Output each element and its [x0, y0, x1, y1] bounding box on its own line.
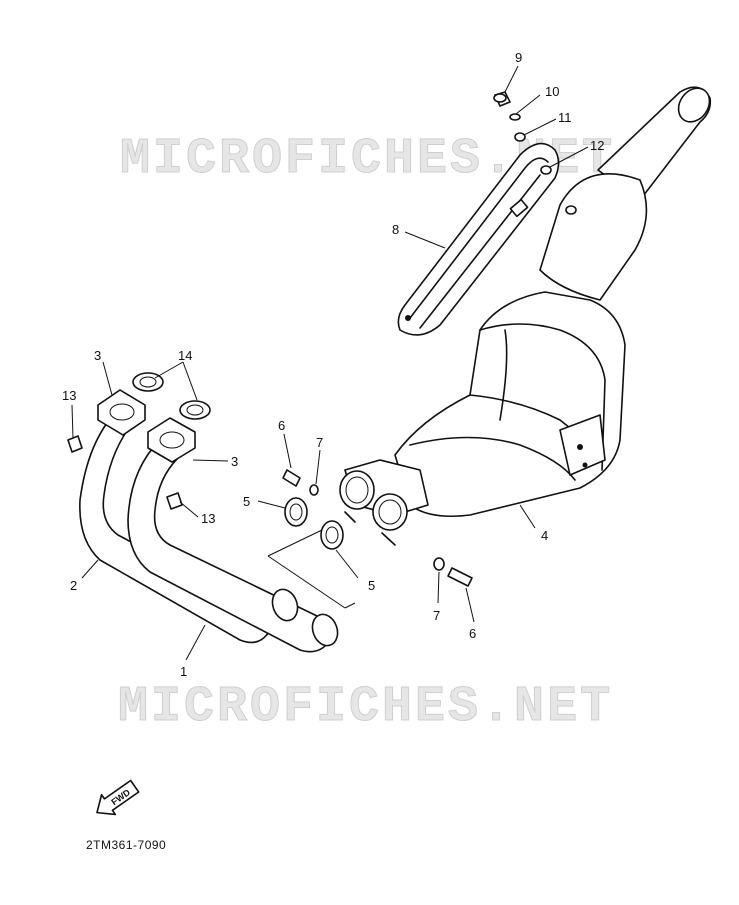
callout-7-bottom: 7	[433, 608, 440, 623]
exhaust-pipes	[67, 372, 339, 653]
callout-labels: 9 10 11 12 8 3 14 13 3 13 6 7 5 5 4 2 1 …	[62, 50, 604, 679]
callout-5-right: 5	[368, 578, 375, 593]
callout-5-left: 5	[243, 494, 250, 509]
watermark-bottom: MICROFICHES.NET	[118, 679, 613, 736]
callout-3-right: 3	[231, 454, 238, 469]
callout-11: 11	[558, 110, 572, 125]
callout-2: 2	[70, 578, 77, 593]
callout-9: 9	[515, 50, 522, 65]
callout-1: 1	[180, 664, 187, 679]
heat-protector	[397, 142, 560, 336]
muffler-assembly	[339, 86, 712, 546]
callout-14: 14	[178, 348, 192, 363]
callout-13-right: 13	[201, 511, 215, 526]
callout-8: 8	[392, 222, 399, 237]
fwd-arrow-icon: FWD	[96, 779, 140, 816]
callout-6-bottom: 6	[469, 626, 476, 641]
drawing-code: 2TM361-7090	[86, 838, 167, 852]
callout-6-top: 6	[278, 418, 285, 433]
callout-4: 4	[541, 528, 548, 543]
callout-13-left: 13	[62, 388, 76, 403]
callout-10: 10	[545, 84, 559, 99]
joint-hardware	[282, 469, 473, 587]
callout-3-top: 3	[94, 348, 101, 363]
leader-lines	[71, 65, 589, 661]
callout-12: 12	[590, 138, 604, 153]
callout-7-top: 7	[316, 435, 323, 450]
protector-hardware	[493, 91, 577, 215]
